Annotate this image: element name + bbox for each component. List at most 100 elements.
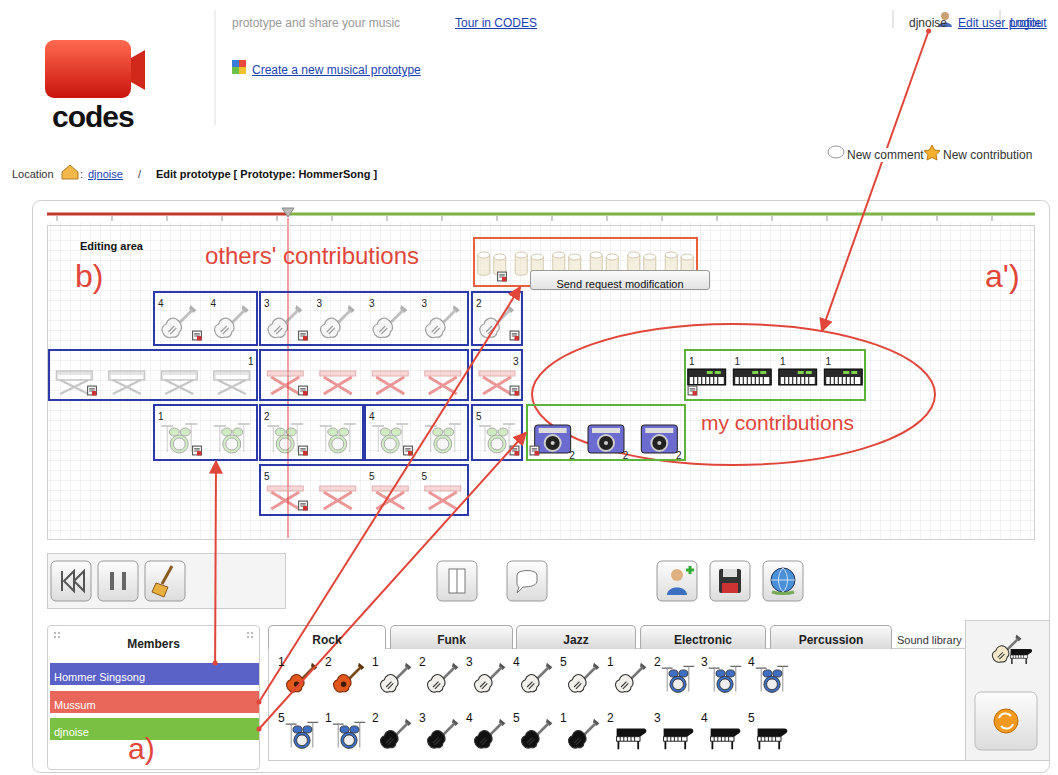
library-number: 2 <box>372 711 379 725</box>
library-number: 5 <box>560 655 567 669</box>
track-block <box>259 349 469 401</box>
track-number: 2 <box>264 411 270 422</box>
instrument-icon <box>425 305 459 338</box>
instrument-icon <box>267 371 303 394</box>
track-block: 1 <box>48 349 258 401</box>
genre-tab: Electronic <box>640 625 766 649</box>
track-number: 5 <box>422 471 428 482</box>
track-number: 1 <box>780 356 786 367</box>
track-icons <box>259 291 469 346</box>
lock-icon <box>88 386 97 395</box>
user-name: djnoise <box>907 11 961 31</box>
instrument-icon <box>372 371 408 394</box>
library-number: 3 <box>654 711 661 725</box>
member-name: Hommer Singsong <box>54 671 145 683</box>
library-icon <box>521 719 552 748</box>
track-block: 2 <box>471 291 523 346</box>
panel-title: Members <box>127 637 180 651</box>
lock-icon <box>299 446 308 455</box>
annotation-text: others' contributions <box>205 242 419 269</box>
track-number: 3 <box>264 298 270 309</box>
instrument-icon <box>688 369 726 385</box>
instrument-icon <box>320 486 356 509</box>
track-number: 3 <box>513 356 519 367</box>
library-icon <box>286 722 318 748</box>
genre-tab: Funk <box>390 625 513 649</box>
library-icon <box>474 719 505 748</box>
member-name: Mussum <box>54 699 96 711</box>
lock-icon <box>299 501 308 510</box>
track-block: 555 <box>259 464 469 516</box>
instrument-icon <box>641 425 677 453</box>
breadcrumb-text: Edit prototype [ Prototype: HommerSong ] <box>156 168 377 180</box>
library-number: 4 <box>701 711 708 725</box>
user-name-text: djnoise <box>909 16 947 30</box>
library-number: 2 <box>607 711 614 725</box>
annotation-letter: b) <box>75 258 103 294</box>
instrument-icon <box>425 371 461 394</box>
library-number: 3 <box>466 655 473 669</box>
library-icon <box>427 719 458 748</box>
library-number: 3 <box>701 655 708 669</box>
instrument-icon <box>268 305 302 338</box>
annotation-text: my contributions <box>701 411 854 434</box>
notification-text: New contribution <box>943 148 1032 162</box>
track-number: 2 <box>476 298 482 309</box>
tab-label: Percussion <box>799 633 864 647</box>
annotation-arrow <box>822 31 929 331</box>
library-icon <box>380 719 411 748</box>
library-number: 1 <box>325 711 332 725</box>
genre-tab: Rock <box>268 625 386 649</box>
tooltip: Send request modification <box>530 270 710 290</box>
library-number: 4 <box>748 655 755 669</box>
library-icon <box>617 729 647 750</box>
library-icon <box>662 666 694 692</box>
library-number: 4 <box>466 711 473 725</box>
instrument-icon <box>320 305 354 338</box>
track-number: 5 <box>476 411 482 422</box>
notification-text: New comment <box>847 148 924 162</box>
track-number: 1 <box>689 356 695 367</box>
tab-label: Jazz <box>563 633 588 647</box>
arrow-dot <box>257 700 262 705</box>
library-icon <box>286 663 317 692</box>
track-number: 4 <box>211 298 217 309</box>
instrument-icon <box>162 305 196 338</box>
lock-icon <box>404 446 413 455</box>
tab-label: Rock <box>312 633 341 647</box>
library-icon <box>568 719 599 748</box>
lock-icon <box>510 331 519 340</box>
tab-label: Electronic <box>674 633 732 647</box>
library-icon <box>615 663 646 692</box>
lock-icon <box>688 386 697 395</box>
instrument-icon <box>267 486 303 509</box>
instrument-icon <box>588 425 624 453</box>
tooltip-text: Send request modification <box>556 278 683 290</box>
track-icons <box>259 349 469 401</box>
library-icon <box>333 722 365 748</box>
track-block: Send request modification <box>473 237 698 287</box>
annotation-letter: a') <box>985 258 1020 294</box>
editing-area: Editing areaSend request modification443… <box>47 225 1035 540</box>
track-icons <box>48 349 258 401</box>
track-number: 3 <box>422 298 428 309</box>
instrument-icon <box>214 371 250 394</box>
link: djnoise <box>88 168 123 180</box>
track-block: 5 <box>471 404 523 461</box>
instrument-icon <box>161 371 197 394</box>
library-number: 1 <box>560 711 567 725</box>
lock-icon <box>530 446 539 455</box>
link: Create a new musical prototype <box>252 63 421 77</box>
track-number: 2 <box>623 450 629 461</box>
instrument-icon <box>535 425 571 453</box>
tagline: prototype and share your music <box>232 16 400 30</box>
instrument-icon <box>161 424 197 453</box>
instrument-icon <box>214 305 248 338</box>
logo-text: codes <box>52 100 134 133</box>
instrument-icon <box>824 369 862 385</box>
track-number: 2 <box>569 450 575 461</box>
arrow-dot <box>926 29 931 34</box>
track-icons <box>526 404 686 461</box>
instrument-icon <box>372 424 408 453</box>
library-number: 4 <box>513 655 520 669</box>
